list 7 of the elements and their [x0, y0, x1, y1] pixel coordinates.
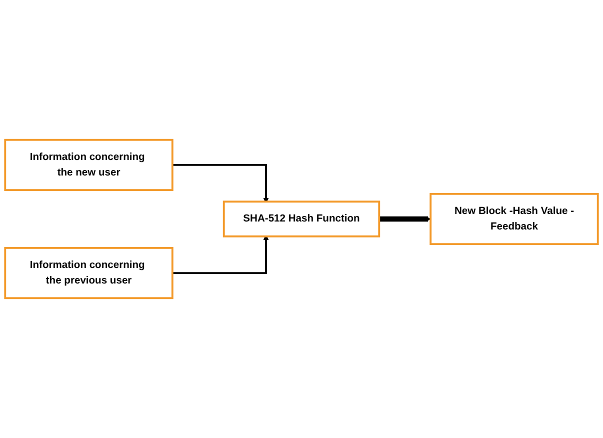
node-box: Information concerning the previous user: [4, 246, 174, 300]
node-box: SHA-512 Hash Function: [222, 200, 380, 238]
node-box: Information concerning the new user: [4, 138, 174, 192]
arrow: [172, 164, 269, 204]
node-box: New Block -Hash Value -Feedback: [430, 192, 599, 246]
arrow: [379, 216, 431, 222]
arrow: [172, 234, 269, 274]
